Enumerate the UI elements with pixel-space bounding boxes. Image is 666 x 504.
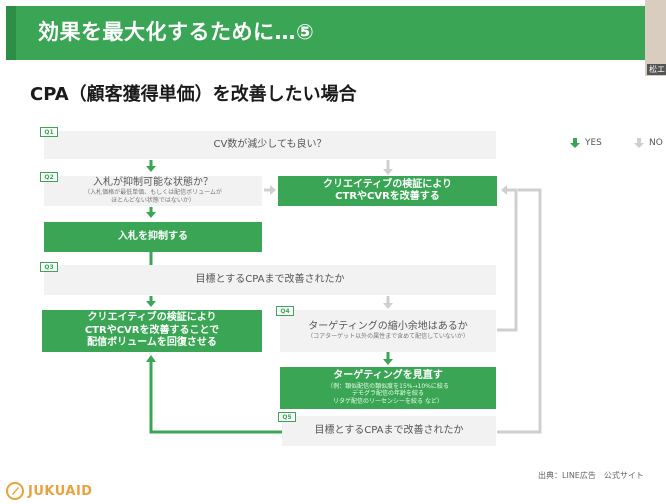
no-arrowhead-q4-loop bbox=[501, 185, 507, 195]
q4-note: （コアターゲット以外の属性まで含めて配信していないか） bbox=[307, 333, 469, 341]
legend-no-label: NO bbox=[649, 138, 663, 148]
legend-yes-label: YES bbox=[585, 138, 602, 148]
q4-label: Q4 bbox=[276, 306, 294, 316]
q2-note-line-1: （入札価格が最低単価、もしくは配信ボリュームが bbox=[84, 189, 222, 197]
creative-volume-box: クリエイティブの検証により CTRやCVRを改善することで 配信ボリュームを回復… bbox=[42, 310, 262, 352]
no-arrowhead-q3-q4 bbox=[383, 303, 393, 309]
yes-arrowhead-q2-bid bbox=[146, 212, 156, 218]
creative-improve-box: クリエイティブの検証により CTRやCVRを改善する bbox=[278, 176, 497, 206]
creative-improve-line-2: CTRやCVRを改善する bbox=[335, 191, 440, 202]
q1-question-box: CV数が減少しても良い？ bbox=[44, 131, 496, 159]
q5-question-text: 目標とするCPAまで改善されたか bbox=[314, 424, 464, 436]
yes-arrowhead-q5-loop bbox=[146, 355, 156, 362]
creative-volume-line-1: クリエイティブの検証により bbox=[87, 312, 217, 324]
yes-arrowhead-q3-creative bbox=[146, 301, 156, 307]
targeting-review-example-3: リタゲ配信のリーセンシーを絞る など） bbox=[333, 398, 443, 406]
source-credit: 出典：LINE広告 公式サイト bbox=[538, 471, 644, 480]
logo-mark-icon bbox=[6, 482, 24, 500]
q3-label: Q3 bbox=[40, 262, 58, 272]
logo-text: JUKUAID bbox=[28, 483, 93, 499]
legend-yes: YES bbox=[570, 138, 602, 148]
slide-header: 効果を最大化するために…⑤ bbox=[0, 0, 666, 62]
targeting-review-title: ターゲティングを見直す bbox=[333, 370, 443, 382]
slide-subtitle: CPA（顧客獲得単価）を改善したい場合 bbox=[30, 84, 357, 105]
q4-question-text: ターゲティングの縮小余地はあるか bbox=[308, 320, 468, 332]
legend-no: NO bbox=[634, 138, 663, 148]
q5-label: Q5 bbox=[278, 412, 296, 422]
q1-question-text: CV数が減少しても良い？ bbox=[213, 138, 327, 150]
targeting-review-box: ターゲティングを見直す （例：類似配信の類似度を15%→10%に絞る デモグラ配… bbox=[280, 367, 496, 409]
no-arrowhead-q1-creative bbox=[383, 169, 393, 175]
q2-question-text: 入札が抑制可能な状態か？ bbox=[93, 176, 213, 188]
q3-question-text: 目標とするCPAまで改善されたか bbox=[195, 273, 345, 285]
slide-title: 効果を最大化するために…⑤ bbox=[38, 20, 315, 44]
targeting-review-example-1: （例：類似配信の類似度を15%→10%に絞る bbox=[327, 382, 449, 390]
q4-question-box: ターゲティングの縮小余地はあるか （コアターゲット以外の属性まで含めて配信してい… bbox=[280, 310, 496, 352]
bid-suppress-box: 入札を抑制する bbox=[44, 222, 262, 252]
no-connector-q5-loop bbox=[497, 188, 542, 434]
yes-arrowhead-q1-q2 bbox=[146, 166, 156, 172]
no-connector-q4-loop bbox=[497, 188, 518, 332]
q2-question-box: 入札が抑制可能な状態か？ （入札価格が最低単価、もしくは配信ボリュームが ほとん… bbox=[44, 176, 262, 206]
q3-question-box: 目標とするCPAまで改善されたか bbox=[44, 265, 496, 295]
yes-connector-q5-loop bbox=[149, 360, 282, 434]
bid-suppress-text: 入札を抑制する bbox=[118, 230, 188, 242]
presenter-name-label: 松エー bbox=[647, 64, 666, 75]
jukuaid-logo: JUKUAID bbox=[6, 482, 93, 500]
no-arrow-icon bbox=[634, 138, 644, 148]
q1-label: Q1 bbox=[40, 127, 58, 137]
yes-arrow-icon bbox=[570, 138, 580, 148]
creative-volume-line-3: 配信ボリュームを回復させる bbox=[87, 337, 217, 349]
q5-question-box: 目標とするCPAまで改善されたか bbox=[282, 416, 496, 446]
header-bar bbox=[6, 6, 646, 60]
creative-improve-line-1: クリエイティブの検証により bbox=[323, 178, 452, 190]
q2-note-line-2: ほとんどない状態ではないか） bbox=[111, 197, 195, 205]
presenter-camera-thumbnail: 松エー bbox=[645, 0, 666, 76]
q2-label: Q2 bbox=[40, 172, 58, 182]
header-accent bbox=[6, 6, 16, 60]
yes-arrowhead-q4-targeting bbox=[383, 359, 393, 365]
targeting-review-example-2: デモグラ配信の年齢を絞る bbox=[351, 390, 424, 398]
creative-volume-line-2: CTRやCVRを改善することで bbox=[84, 324, 220, 336]
no-arrowhead-q2-creative bbox=[270, 185, 276, 195]
